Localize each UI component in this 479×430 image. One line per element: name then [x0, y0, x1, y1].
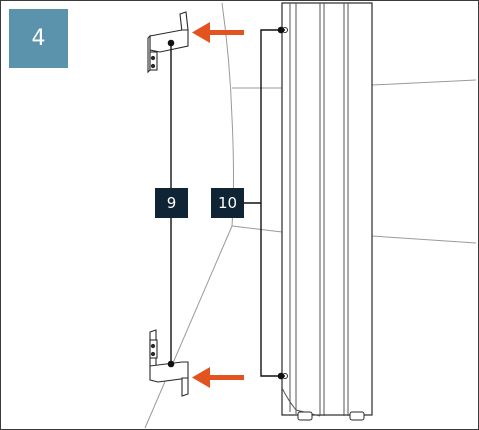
back-wall-line-upper	[371, 79, 477, 86]
cabinet	[281, 2, 373, 421]
callout-bracket-pair: 9	[155, 188, 188, 218]
callout-cabinet-holes: 10	[211, 188, 244, 218]
cabinet-foot-right	[349, 411, 365, 421]
back-wall-line-lower	[371, 235, 477, 244]
floor-line	[144, 225, 233, 429]
arrow-left-icon	[192, 367, 244, 388]
arrow-left-icon	[192, 22, 244, 43]
bracket-bottom	[149, 329, 189, 397]
wall-line-lower	[231, 225, 283, 233]
leader-10	[244, 26, 285, 380]
step-number-badge: 4	[9, 9, 68, 68]
cabinet-foot-left	[297, 411, 313, 421]
